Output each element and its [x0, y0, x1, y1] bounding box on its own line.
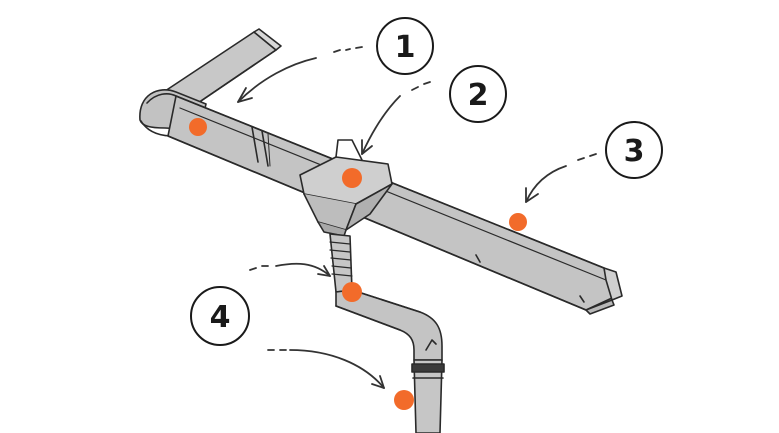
callout-2-label: 2 [468, 78, 489, 113]
marker-gutter-corner [189, 118, 207, 136]
main-gutter [167, 95, 623, 315]
callout-3-label: 3 [624, 134, 645, 169]
downpipe-lower [411, 339, 445, 433]
marker-downpipe-elbow [342, 282, 362, 302]
callout-arrows [237, 46, 597, 389]
callout-2: 2 [449, 65, 507, 123]
gutter-illustration [139, 28, 623, 433]
arrow-1 [237, 46, 363, 103]
arrow-4-upper [249, 262, 331, 277]
marker-gutter-bracket [509, 213, 527, 231]
arrow-3 [525, 153, 597, 203]
callout-4-label: 4 [210, 300, 231, 335]
markers [189, 118, 527, 410]
arrow-2 [361, 81, 431, 155]
callout-1-label: 1 [395, 30, 416, 65]
callout-4: 4 [190, 286, 250, 346]
callout-3: 3 [605, 121, 663, 179]
arrow-4-lower [267, 349, 385, 389]
marker-downpipe-clamp [394, 390, 414, 410]
callout-1: 1 [376, 17, 434, 75]
marker-funnel [342, 168, 362, 188]
